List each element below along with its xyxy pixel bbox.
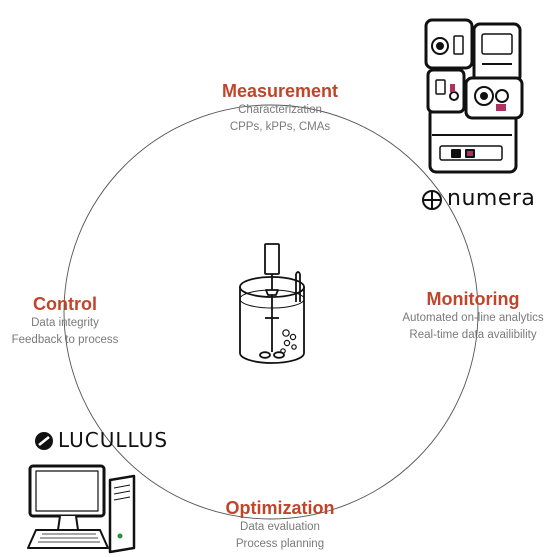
slashed-circle-icon	[35, 432, 53, 450]
stage-line: Characterization	[238, 104, 322, 116]
stage-line: Feedback to process	[11, 334, 119, 346]
brand-lucullus: LUCULLUS	[34, 428, 167, 454]
brand-name: LUCULLUS	[58, 428, 169, 452]
crosshair-circle-icon	[422, 190, 442, 210]
stage-line: Data integrity	[31, 317, 99, 329]
bioreactor-icon	[239, 243, 305, 364]
analyzer-rack-icon	[424, 18, 524, 174]
brand-name: numera	[447, 186, 536, 211]
stage-title: Measurement	[221, 81, 339, 101]
stage-control: Control Data integrity Feedback to proce…	[0, 293, 130, 349]
stage-monitoring: Monitoring Automated on-line analytics R…	[388, 288, 554, 344]
stage-line: Automated on-line analytics	[402, 312, 544, 324]
stage-line: Real-time data availibility	[409, 329, 537, 341]
cycle-circle	[63, 104, 479, 520]
stage-measurement: Measurement Characterization CPPs, kPPs,…	[180, 80, 380, 136]
stage-optimization: Optimization Data evaluation Process pla…	[180, 497, 380, 553]
stage-line: CPPs, kPPs, CMAs	[229, 121, 331, 133]
stage-title: Control	[33, 294, 97, 314]
brand-numera: numera	[421, 186, 541, 214]
desktop-computer-icon	[27, 464, 136, 554]
stage-title: Monitoring	[426, 289, 520, 309]
stage-line: Data evaluation	[240, 521, 320, 533]
stage-line: Process planning	[235, 538, 325, 550]
stage-title: Optimization	[225, 498, 335, 518]
